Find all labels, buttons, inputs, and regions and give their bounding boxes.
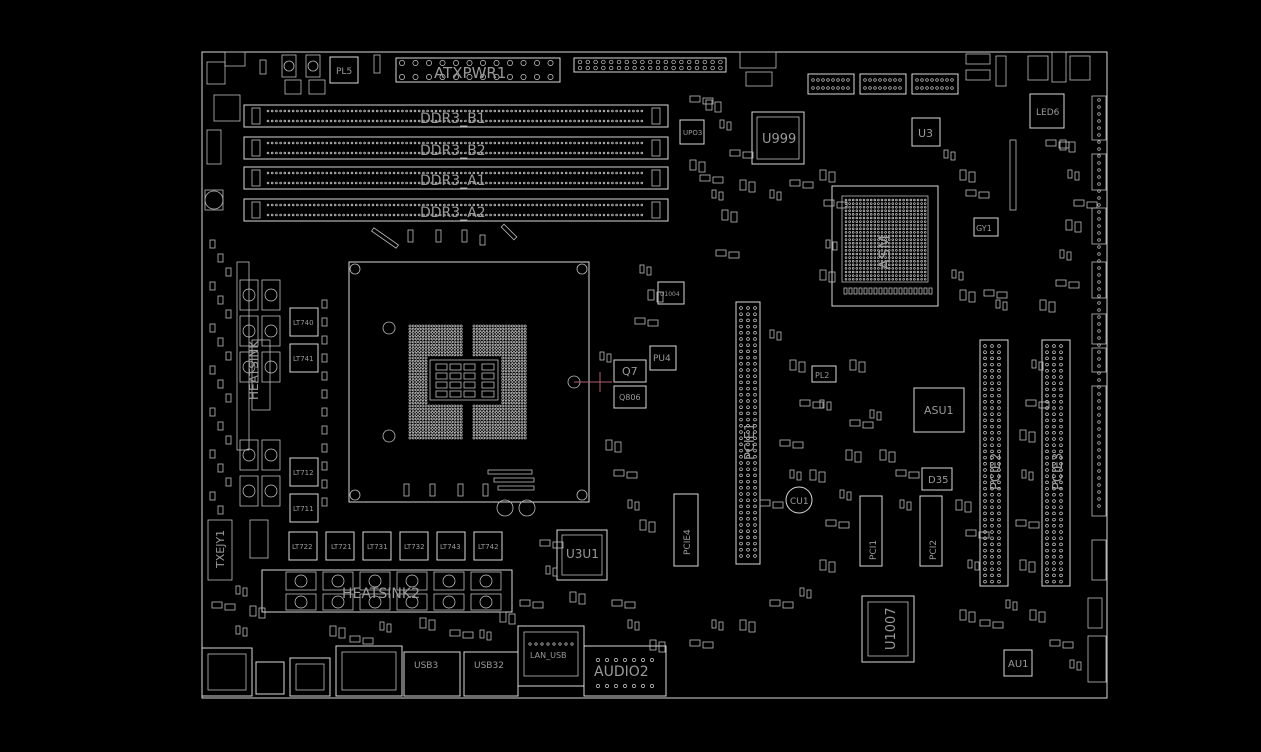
u1004-label: U1004 xyxy=(660,291,680,298)
gy1-crystal xyxy=(973,217,999,237)
pci1-label: PCI1 xyxy=(869,540,879,560)
lt731-label: LT731 xyxy=(367,543,388,551)
q7-mosfet xyxy=(613,359,647,383)
au1-label: AU1 xyxy=(1008,659,1029,670)
u999-chip xyxy=(751,111,805,165)
gy1-label: GY1 xyxy=(976,224,992,233)
lt743-label: LT743 xyxy=(440,543,461,551)
d35-label: D35 xyxy=(928,475,948,486)
pcie1-label: PCIE1 xyxy=(743,423,758,460)
lan-label: LAN_USB xyxy=(530,651,567,660)
u999-label: U999 xyxy=(762,132,796,147)
u1007-chip xyxy=(861,595,915,663)
pl5-inductor xyxy=(329,56,359,84)
usb32-label: USB32 xyxy=(474,661,504,671)
ddr-a2-label: DDR3_A2 xyxy=(420,205,486,221)
rear-io: USB3 USB32 LAN_USB AUDIO2 xyxy=(201,625,667,697)
cu1-battery xyxy=(785,486,813,514)
pu4-label: PU4 xyxy=(653,354,671,364)
audio2-label: AUDIO2 xyxy=(594,664,649,680)
lt741-label: LT741 xyxy=(293,355,314,363)
q806-label: Q806 xyxy=(619,393,641,402)
asu1-chip xyxy=(913,387,965,433)
ddr-b2-label: DDR3_B2 xyxy=(420,143,486,159)
u3-chip xyxy=(911,117,941,147)
au1-chip xyxy=(1003,649,1033,677)
pcie3-label: PCIE3 xyxy=(1051,453,1066,490)
pl2-inductor xyxy=(811,365,837,383)
vrm-bottom: LT722 LT721 LT731 LT732 LT743 LT742 HEAT… xyxy=(261,531,513,613)
misc-small-parts xyxy=(211,95,1098,671)
top-right-headers xyxy=(739,51,1091,211)
lt742-label: LT742 xyxy=(478,543,499,551)
u3u1-chip xyxy=(556,529,608,581)
vrm-left: LT740 LT741 LT712 LT711 HEATSINK TXEJY1 xyxy=(207,239,328,581)
pcie4-label: PCIE4 xyxy=(683,529,693,555)
u3-label: U3 xyxy=(918,127,933,140)
svg-text:TXEJY1: TXEJY1 xyxy=(214,530,227,569)
lt712-label: LT712 xyxy=(293,469,314,477)
pch-chip xyxy=(831,185,939,307)
pcie2-label: PCIE2 xyxy=(989,453,1004,490)
svg-text:HEATSINK2: HEATSINK2 xyxy=(342,586,420,602)
lt721-label: LT721 xyxy=(331,543,352,551)
dimm-slots: DDR3_B1 DDR3_B2 DDR3_A1 DDR3_A2 xyxy=(243,104,669,222)
d35-led xyxy=(921,467,953,491)
pl2-label: PL2 xyxy=(815,371,829,380)
u1004-chip xyxy=(657,281,685,305)
asu1-label: ASU1 xyxy=(924,404,954,417)
right-edge-headers xyxy=(1087,95,1107,683)
pu4-chip xyxy=(649,345,677,371)
lt722-label: LT722 xyxy=(292,543,313,551)
ddr-b1-label: DDR3_B1 xyxy=(420,111,486,127)
socket-caps xyxy=(371,223,536,517)
u1007-label: U1007 xyxy=(884,607,899,650)
lt732-label: LT732 xyxy=(404,543,425,551)
usb3-label: USB3 xyxy=(414,661,438,671)
q7-label: Q7 xyxy=(622,365,638,378)
board-outline xyxy=(201,51,1108,699)
atx-power-connector: ATXPWR1 xyxy=(395,57,561,83)
led6-label: LED6 xyxy=(1036,108,1060,118)
upo3-label: UPO3 xyxy=(683,129,702,137)
led6 xyxy=(1029,93,1065,129)
pl5-label: PL5 xyxy=(336,67,352,77)
header-row-top xyxy=(573,57,727,73)
lt711-label: LT711 xyxy=(293,505,314,513)
atxpwr-label: ATXPWR1 xyxy=(434,64,506,82)
pcie-slots: PCIE1 PCIE2 PCIE3 PCIE4 PCI1 PCI2 xyxy=(673,301,1071,587)
asm-label: ASM xyxy=(875,235,894,270)
cpu-socket xyxy=(348,261,612,503)
lt740-label: LT740 xyxy=(293,319,314,327)
cu1-label: CU1 xyxy=(790,497,809,507)
upo3-chip xyxy=(679,119,705,145)
svg-text:HEATSINK: HEATSINK xyxy=(247,340,261,400)
u3u1-label: U3U1 xyxy=(566,547,599,561)
top-left-parts xyxy=(204,51,381,211)
pci2-label: PCI2 xyxy=(929,540,939,560)
ddr-a1-label: DDR3_A1 xyxy=(420,173,486,189)
q806-mosfet xyxy=(613,385,647,409)
